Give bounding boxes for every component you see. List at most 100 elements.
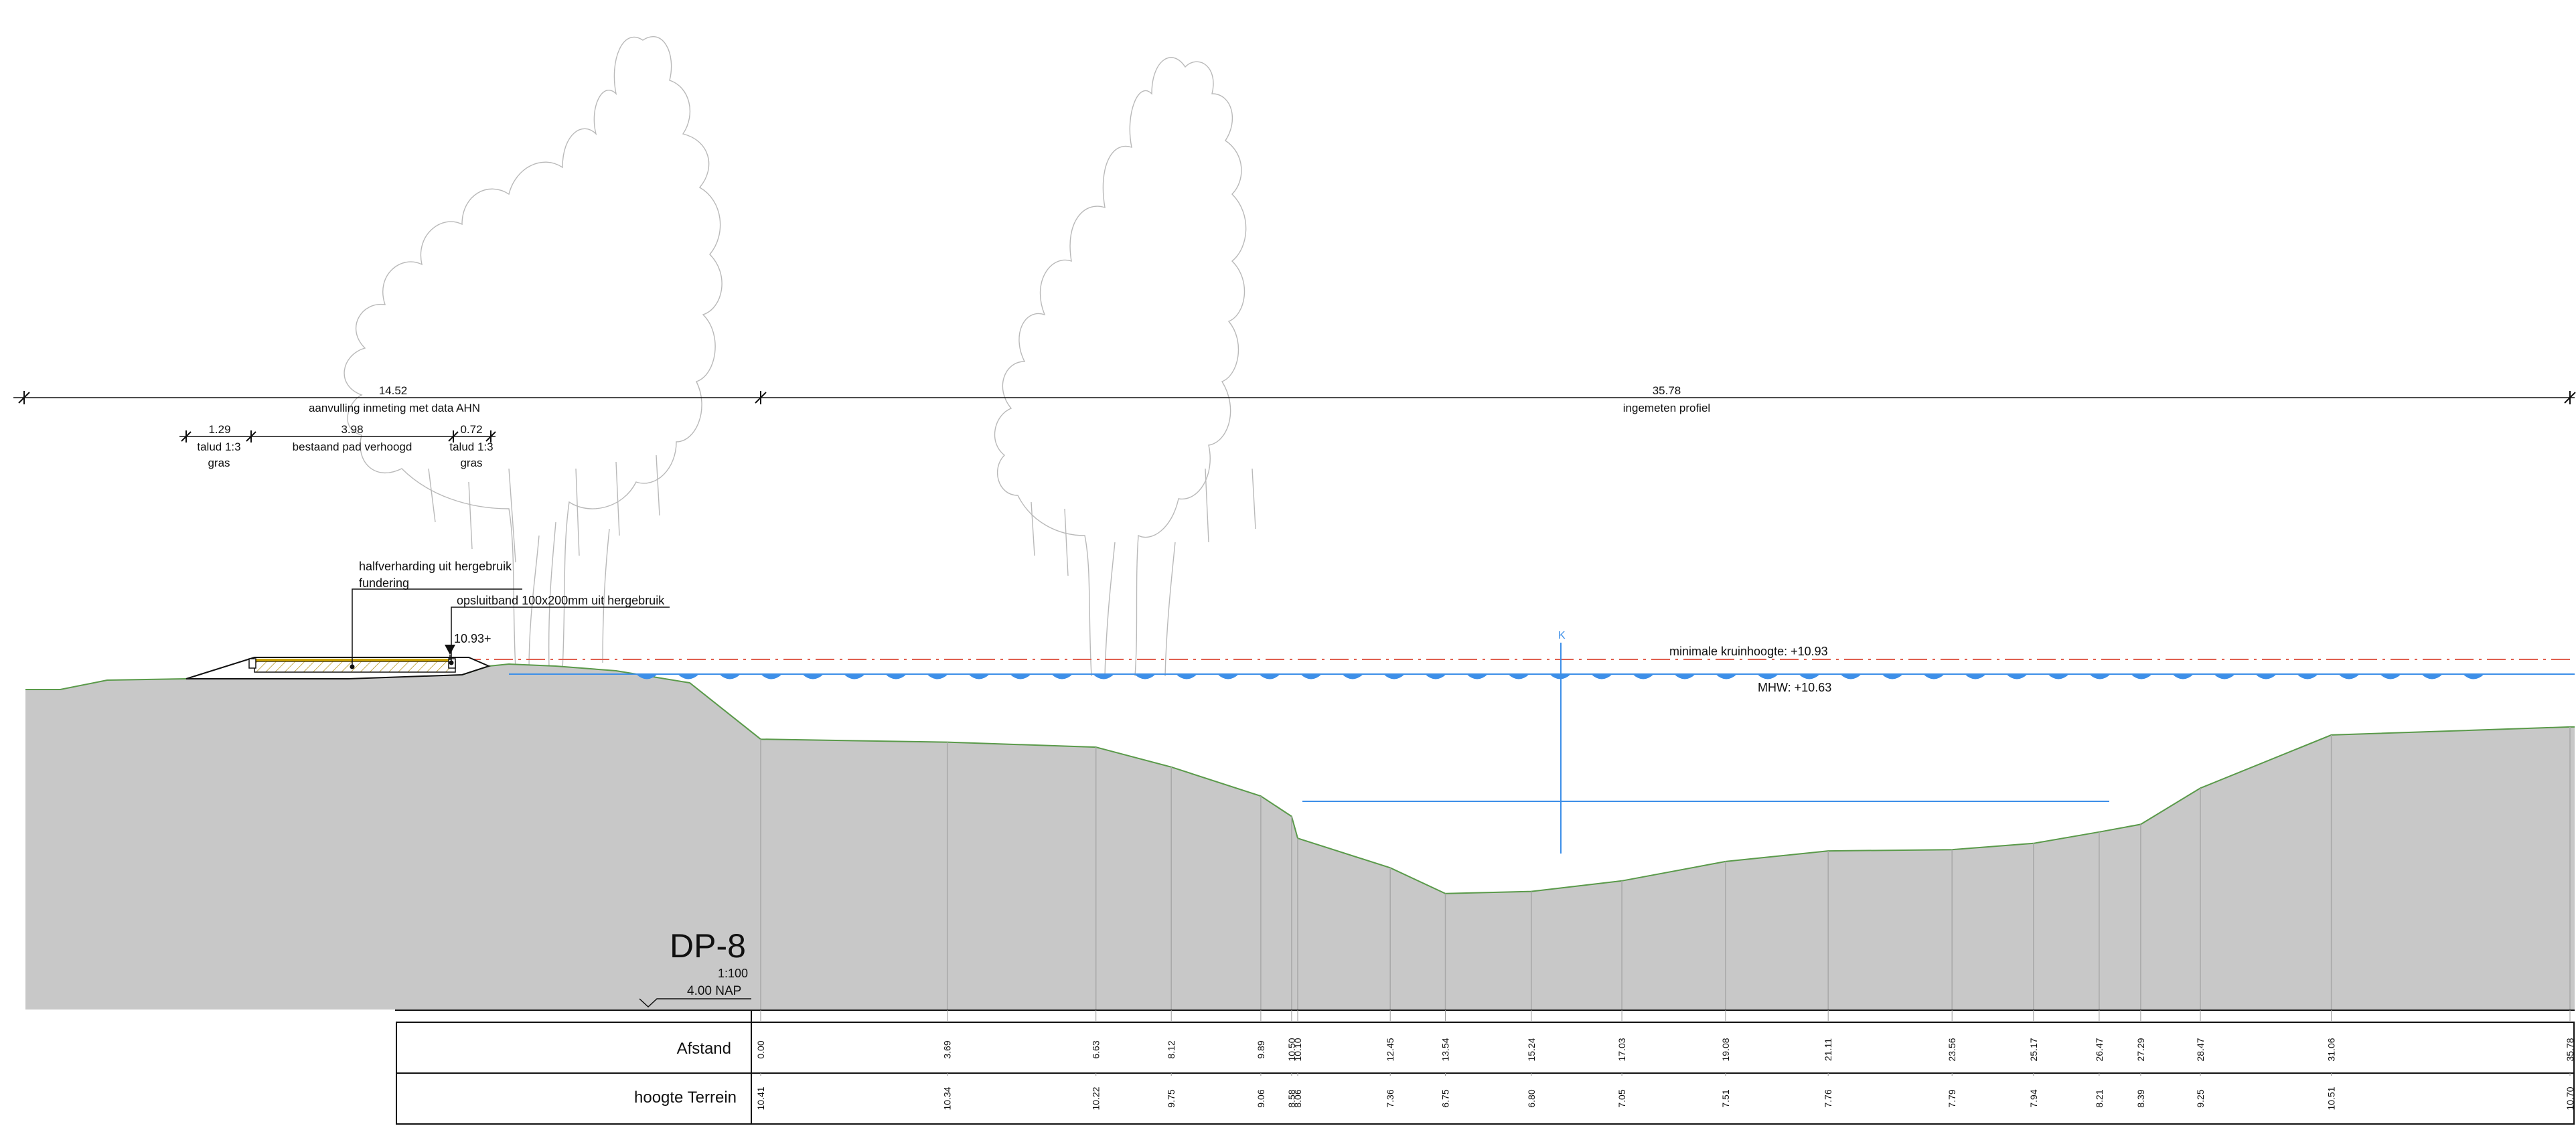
afstand-value: 6.63 xyxy=(1091,1040,1102,1058)
dim-sub-1-label2: gras xyxy=(208,457,230,469)
water-wave xyxy=(885,674,907,679)
hoogte-value: 7.79 xyxy=(1947,1089,1957,1107)
water-wave xyxy=(2089,674,2111,679)
water-wave xyxy=(719,674,741,679)
afstand-value: 23.56 xyxy=(1947,1038,1957,1061)
leader-dot-band xyxy=(449,660,454,665)
leader-dot-path xyxy=(350,664,355,669)
water-wave xyxy=(761,674,782,679)
hoogte-value: 7.36 xyxy=(1385,1089,1395,1107)
hoogte-value: 10.34 xyxy=(942,1086,953,1110)
hoogte-value: 7.76 xyxy=(1823,1089,1833,1107)
afstand-value: 26.47 xyxy=(2094,1038,2105,1061)
water-wave xyxy=(1217,674,1239,679)
crest-height-label: minimale kruinhoogte: +10.93 xyxy=(1669,645,1828,658)
afstand-value: 10.50 xyxy=(1286,1038,1297,1061)
afstand-value: 28.47 xyxy=(2195,1038,2206,1061)
water-wave xyxy=(1093,674,1114,679)
afstand-value: 21.11 xyxy=(1823,1038,1833,1061)
dim-total-left-label: aanvulling inmeting met data AHN xyxy=(309,402,480,414)
hoogte-value: 9.25 xyxy=(2195,1089,2206,1107)
water-wave xyxy=(1882,674,1903,679)
water-wave xyxy=(1300,674,1322,679)
dim-sub-3-value: 0.72 xyxy=(460,423,482,436)
afstand-value: 27.29 xyxy=(2135,1038,2146,1061)
profile-name: DP-8 xyxy=(670,927,746,965)
hoogte-value: 8.39 xyxy=(2135,1089,2146,1107)
water-wave xyxy=(2255,674,2277,679)
dim-sub-2-label1: bestaand pad verhoogd xyxy=(293,440,412,453)
water-wave xyxy=(2380,674,2401,679)
afstand-value: 10.10 xyxy=(1292,1038,1303,1061)
hoogte-value: 10.41 xyxy=(755,1086,766,1110)
water-wave xyxy=(678,674,699,679)
water-wave xyxy=(1674,674,1695,679)
water-wave xyxy=(2338,674,2360,679)
table-row-afstand-label: Afstand xyxy=(677,1040,731,1058)
hoogte-value: 6.75 xyxy=(1440,1089,1451,1107)
water-wave-pattern xyxy=(636,674,2484,679)
path-foundation-label: fundering xyxy=(359,576,409,590)
water-wave xyxy=(2463,674,2484,679)
afstand-value: 15.24 xyxy=(1526,1038,1537,1061)
afstand-value: 8.12 xyxy=(1166,1040,1177,1058)
water-wave xyxy=(636,674,658,679)
water-wave xyxy=(2048,674,2069,679)
afstand-value: 19.08 xyxy=(1720,1038,1731,1061)
water-wave xyxy=(1965,674,1986,679)
path-construction xyxy=(185,588,670,679)
water-wave xyxy=(968,674,990,679)
hoogte-value: 8.58 xyxy=(1286,1089,1297,1107)
water-wave xyxy=(1633,674,1654,679)
water-wave xyxy=(1716,674,1737,679)
hoogte-value: 10.22 xyxy=(1091,1086,1102,1110)
water-wave xyxy=(1591,674,1612,679)
water-wave xyxy=(1259,674,1280,679)
hoogte-value: 7.94 xyxy=(2028,1089,2039,1107)
table-row-hoogte-label: hoogte Terrein xyxy=(634,1089,737,1107)
dim-sub-1-label1: talud 1:3 xyxy=(197,440,240,453)
water-wave xyxy=(927,674,948,679)
water-wave xyxy=(1799,674,1820,679)
tree-sketch-left-inner xyxy=(428,455,660,670)
water-wave xyxy=(1757,674,1778,679)
leader-path-material xyxy=(352,588,522,667)
water-wave xyxy=(2172,674,2194,679)
dim-total-right-value: 35.78 xyxy=(1653,384,1681,397)
water-wave xyxy=(2214,674,2235,679)
hoogte-value: 7.05 xyxy=(1616,1089,1627,1107)
water-wave xyxy=(1176,674,1197,679)
tree-sketch-right-inner xyxy=(1031,468,1256,677)
hoogte-value: 10.51 xyxy=(2326,1086,2337,1110)
water-wave xyxy=(1342,674,1363,679)
water-wave xyxy=(1508,674,1529,679)
water-wave xyxy=(844,674,865,679)
hoogte-value: 8.06 xyxy=(1292,1089,1303,1107)
profile-table xyxy=(395,1010,2575,1125)
hoogte-value: 10.70 xyxy=(2565,1086,2575,1110)
dim-sub-2-value: 3.98 xyxy=(341,423,363,436)
leader-edge-band xyxy=(451,607,670,663)
hoogte-value: 8.21 xyxy=(2094,1089,2105,1107)
hoogte-value: 6.80 xyxy=(1526,1089,1537,1107)
afstand-value: 17.03 xyxy=(1616,1038,1627,1061)
water-wave xyxy=(1134,674,1156,679)
water-wave xyxy=(802,674,824,679)
water-wave xyxy=(1383,674,1405,679)
water-wave xyxy=(1923,674,1945,679)
water-wave xyxy=(1425,674,1446,679)
dim-sub-3-label1: talud 1:3 xyxy=(449,440,493,453)
profile-datum: 4.00 NAP xyxy=(687,984,741,998)
level-mark-label: 10.93+ xyxy=(454,632,491,645)
water-wave xyxy=(1051,674,1073,679)
tree-sketch-right xyxy=(994,57,1247,677)
edge-band-left xyxy=(248,658,256,669)
hoogte-value: 9.75 xyxy=(1166,1089,1177,1107)
hoogte-value: 9.06 xyxy=(1256,1089,1266,1107)
water-wave xyxy=(1466,674,1488,679)
water-wave xyxy=(2006,674,2028,679)
terrain-fill xyxy=(25,664,2575,1010)
water-wave xyxy=(2131,674,2152,679)
afstand-value: 35.78 xyxy=(2565,1038,2575,1061)
